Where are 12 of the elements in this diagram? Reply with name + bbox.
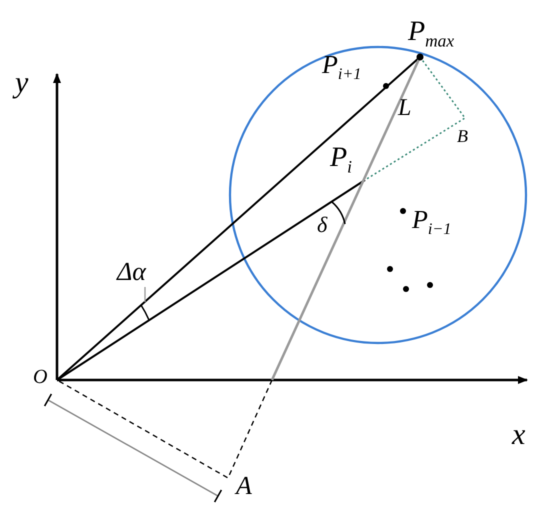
axis-label: x — [512, 420, 526, 450]
point-label: P$_{i}$ — [330, 144, 352, 176]
point-label: P$_{max}$ — [408, 18, 454, 50]
point-label: B — [457, 127, 468, 145]
angle-label: Δα — [117, 259, 146, 285]
point-label: P$_{i+1}$ — [322, 52, 362, 84]
point-label: O — [33, 367, 48, 387]
point-label: A — [236, 473, 252, 499]
point-label: P$_{i−1}$ — [412, 207, 452, 238]
axis-label: y — [15, 68, 28, 98]
angle-label: δ — [317, 214, 328, 236]
segment-label: L — [398, 96, 412, 120]
